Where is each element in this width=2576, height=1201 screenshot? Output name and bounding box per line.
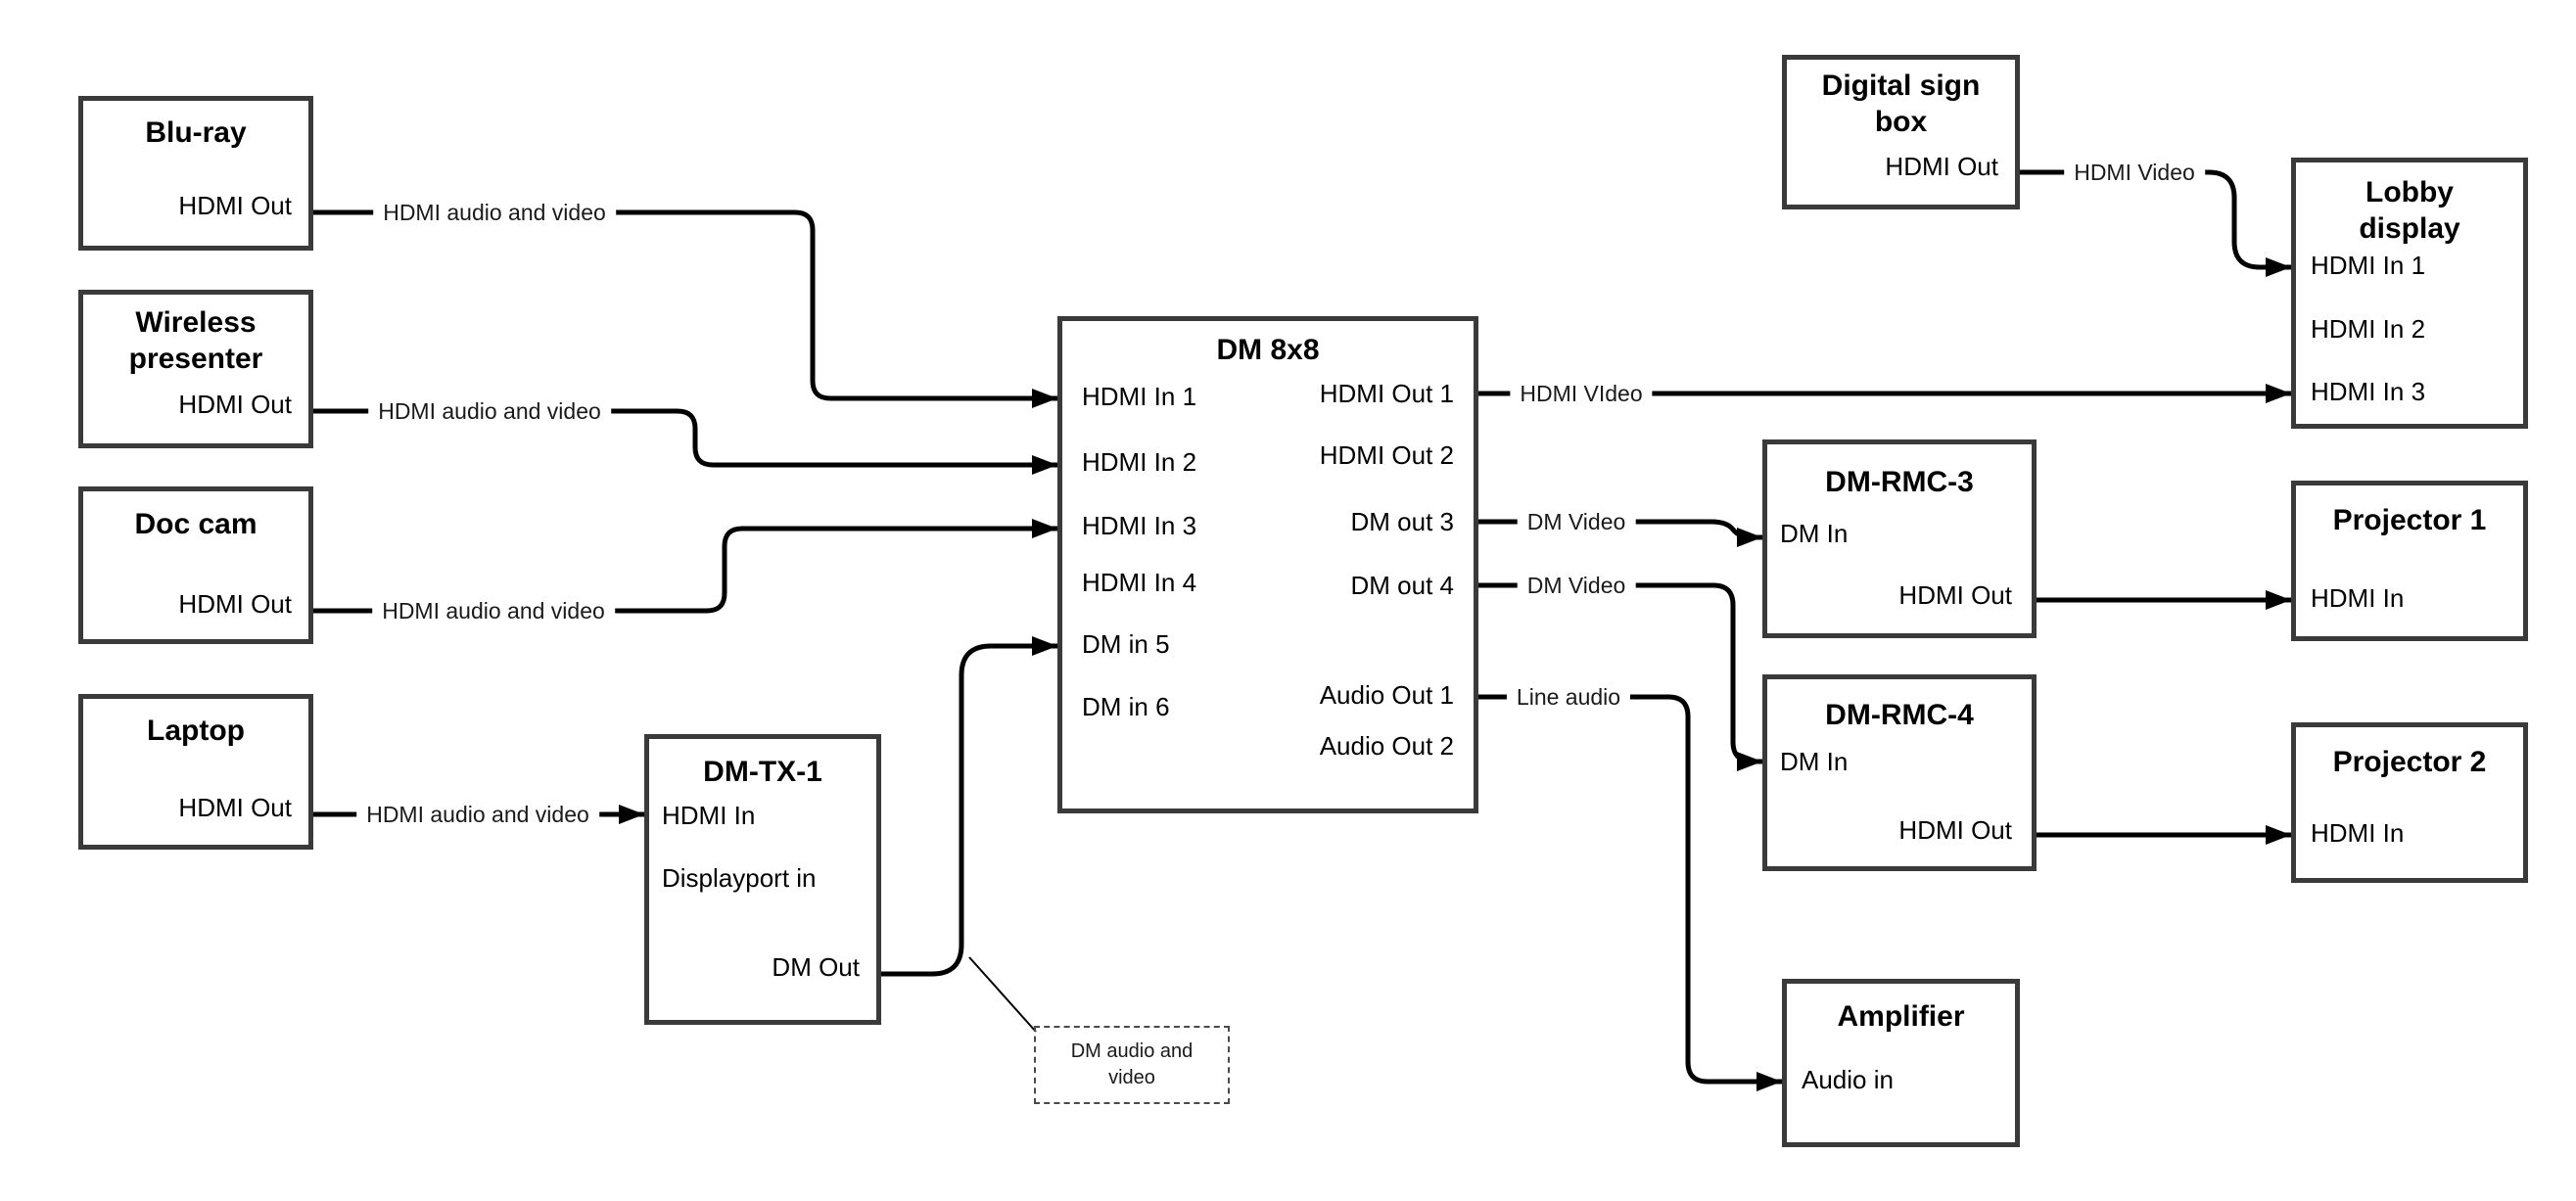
wire-label-hdmi-audio-video-1: HDMI audio and video (373, 199, 616, 226)
port-hdmi-in: HDMI In (2311, 818, 2405, 848)
node-title: Digital sign box (1821, 69, 1981, 138)
node-digital-sign-box: Digital sign box HDMI Out (1782, 55, 2020, 209)
port-hdmi-out: HDMI Out (178, 191, 292, 220)
node-title: Amplifier (1837, 1000, 1965, 1033)
port-displayport-in: Displayport in (662, 863, 817, 893)
node-projector-2: Projector 2 HDMI In (2291, 722, 2528, 883)
wire-label-dm-video-out4: DM Video (1517, 572, 1636, 599)
port-hdmi-in: HDMI In (662, 801, 756, 830)
wire-label-hdmi-audio-video-3: HDMI audio and video (372, 597, 615, 624)
port-dm-out: DM Out (772, 952, 860, 982)
node-title: Projector 2 (2332, 746, 2487, 778)
wire-label-line-audio: Line audio (1506, 683, 1631, 711)
node-title: DM 8x8 (1216, 334, 1320, 366)
port-hdmi-in-4: HDMI In 4 (1082, 568, 1197, 597)
port-hdmi-out: HDMI Out (1898, 580, 2012, 610)
node-title: Wireless presenter (128, 306, 263, 375)
port-hdmi-in-1: HDMI In 1 (2311, 251, 2426, 280)
port-dm-in: DM In (1780, 519, 1849, 548)
node-laptop: Laptop HDMI Out (78, 694, 313, 850)
node-lobby-display: Lobby display HDMI In 1 HDMI In 2 HDMI I… (2291, 158, 2528, 429)
connector-dm8x8-audio1-to-amplifier (1478, 694, 1782, 1091)
node-title: Doc cam (134, 508, 258, 540)
node-doc-cam: Doc cam HDMI Out (78, 486, 313, 644)
port-hdmi-out: HDMI Out (1885, 152, 1998, 181)
node-title: DM-RMC-3 (1825, 466, 1974, 498)
node-dm-rmc-4: DM-RMC-4 DM In HDMI Out (1762, 674, 2037, 871)
connector-dm8x8-out4-to-dmrmc4 (1478, 582, 1762, 771)
node-title: DM-RMC-4 (1825, 699, 1974, 731)
node-projector-1: Projector 1 HDMI In (2291, 481, 2528, 641)
connector-bluray-to-dm8x8-in1 (313, 209, 1057, 408)
port-hdmi-out-2: HDMI Out 2 (1319, 440, 1454, 470)
port-dm-out-3: DM out 3 (1350, 507, 1455, 536)
connector-signbox-to-lobby-in1 (2020, 169, 2291, 277)
node-title: Projector 1 (2332, 504, 2487, 536)
port-hdmi-out-1: HDMI Out 1 (1319, 379, 1454, 408)
annotation-leader-line (968, 956, 1037, 1033)
wire-label-dm-video-out3: DM Video (1517, 508, 1636, 535)
wire-label-hdmi-audio-video-4: HDMI audio and video (356, 801, 599, 828)
connector-dm8x8-out3-to-dmrmc3 (1478, 519, 1762, 547)
node-bluray: Blu-ray HDMI Out (78, 96, 313, 251)
connector-dmtx1-to-dm8x8-in5 (881, 636, 1057, 977)
port-audio-out-2: Audio Out 2 (1319, 731, 1454, 761)
node-amplifier: Amplifier Audio in (1782, 979, 2020, 1147)
port-hdmi-out: HDMI Out (1898, 815, 2012, 845)
port-hdmi-in-2: HDMI In 2 (1082, 447, 1197, 477)
wire-label-hdmi-video-out1: HDMI VIdeo (1510, 380, 1653, 407)
port-audio-in: Audio in (1802, 1065, 1894, 1094)
node-title: Laptop (147, 715, 245, 747)
port-hdmi-in-3: HDMI In 3 (1082, 511, 1197, 540)
port-hdmi-out: HDMI Out (178, 390, 292, 419)
node-dm-8x8: DM 8x8 HDMI In 1 HDMI In 2 HDMI In 3 HDM… (1057, 316, 1478, 813)
node-dm-rmc-3: DM-RMC-3 DM In HDMI Out (1762, 439, 2037, 638)
node-title: Lobby display (2359, 176, 2460, 245)
port-dm-in: DM In (1780, 747, 1849, 776)
port-hdmi-in-1: HDMI In 1 (1082, 382, 1197, 411)
port-dm-out-4: DM out 4 (1350, 571, 1455, 600)
node-dm-tx-1: DM-TX-1 HDMI In Displayport in DM Out (644, 734, 881, 1025)
port-hdmi-in-3: HDMI In 3 (2311, 377, 2426, 406)
port-hdmi-in-2: HDMI In 2 (2311, 314, 2426, 344)
port-dm-in-6: DM in 6 (1082, 692, 1170, 721)
wire-label-hdmi-video-signbox: HDMI Video (2064, 159, 2205, 186)
wire-label-hdmi-audio-video-2: HDMI audio and video (368, 397, 611, 425)
port-hdmi-out: HDMI Out (178, 793, 292, 822)
annotation-dm-audio-video: DM audio and video (1034, 1026, 1230, 1104)
port-dm-in-5: DM in 5 (1082, 629, 1170, 659)
node-wireless-presenter: Wireless presenter HDMI Out (78, 290, 313, 448)
node-title: DM-TX-1 (703, 756, 822, 788)
node-title: Blu-ray (145, 116, 247, 149)
annotation-text: DM audio and video (1070, 1040, 1194, 1088)
port-hdmi-out: HDMI Out (178, 589, 292, 619)
connector-doccam-to-dm8x8-in3 (313, 519, 1057, 614)
port-hdmi-in: HDMI In (2311, 583, 2405, 613)
port-audio-out-1: Audio Out 1 (1319, 680, 1454, 710)
connector-wireless-to-dm8x8-in2 (313, 408, 1057, 475)
